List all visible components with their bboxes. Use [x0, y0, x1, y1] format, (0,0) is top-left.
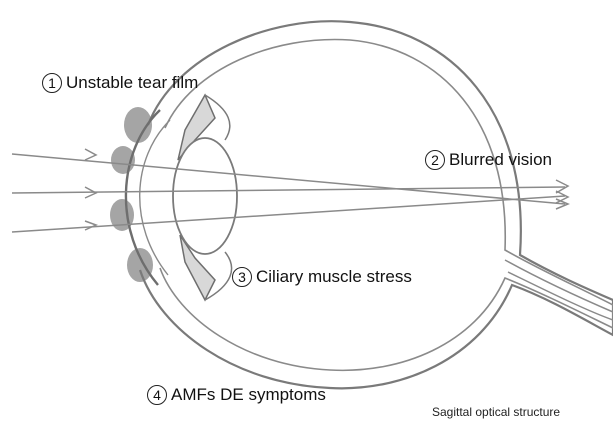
label-number: 4	[147, 385, 167, 405]
label-amfs-de-symptoms: 4 AMFs DE symptoms	[147, 385, 326, 405]
label-blurred-vision: 2 Blurred vision	[425, 150, 552, 170]
label-ciliary-muscle-stress: 3 Ciliary muscle stress	[232, 267, 412, 287]
diagram-caption: Sagittal optical structure	[432, 405, 560, 419]
lens	[173, 138, 237, 254]
eyelid-shapes	[110, 107, 153, 282]
label-unstable-tear-film: 1 Unstable tear film	[42, 73, 198, 93]
label-text: Blurred vision	[449, 150, 552, 170]
label-text: Unstable tear film	[66, 73, 198, 93]
label-number: 2	[425, 150, 445, 170]
label-text: Ciliary muscle stress	[256, 267, 412, 287]
label-text: AMFs DE symptoms	[171, 385, 326, 405]
label-number: 1	[42, 73, 62, 93]
label-number: 3	[232, 267, 252, 287]
optic-nerve	[505, 260, 613, 320]
